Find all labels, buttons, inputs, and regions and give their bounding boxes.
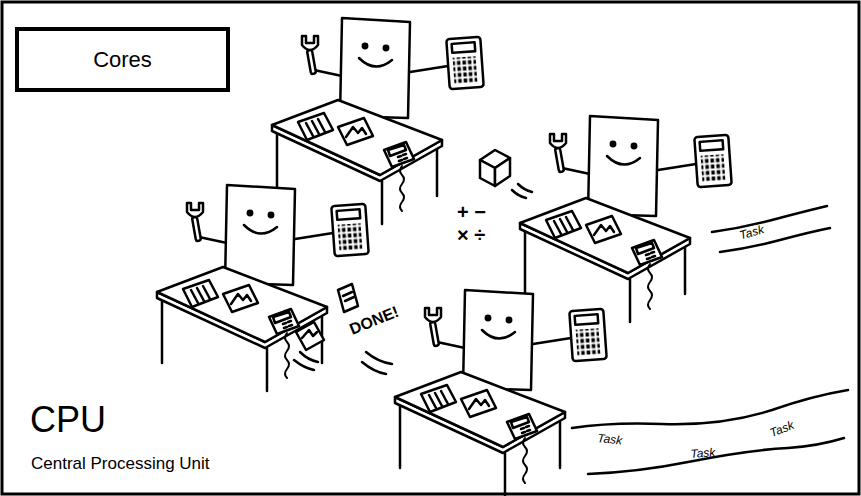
task-cube: [480, 150, 532, 198]
core-workstation: [520, 116, 732, 322]
task-item: Task: [597, 432, 623, 448]
math-symbols: × ÷: [457, 224, 485, 246]
subtitle: Central Processing Unit: [31, 455, 210, 474]
task-item: Task: [768, 419, 796, 441]
diagram-title: CPU: [30, 402, 106, 438]
core-workstation: [395, 290, 607, 496]
task-queue: [572, 206, 848, 474]
task-item: Task: [690, 446, 716, 461]
box-label: Cores: [93, 47, 152, 73]
finished-papers: [294, 284, 392, 374]
core-workstation: [157, 185, 369, 391]
math-symbols: + −: [457, 201, 486, 223]
label-box: Cores: [15, 27, 230, 92]
core-workstation: [272, 18, 484, 224]
